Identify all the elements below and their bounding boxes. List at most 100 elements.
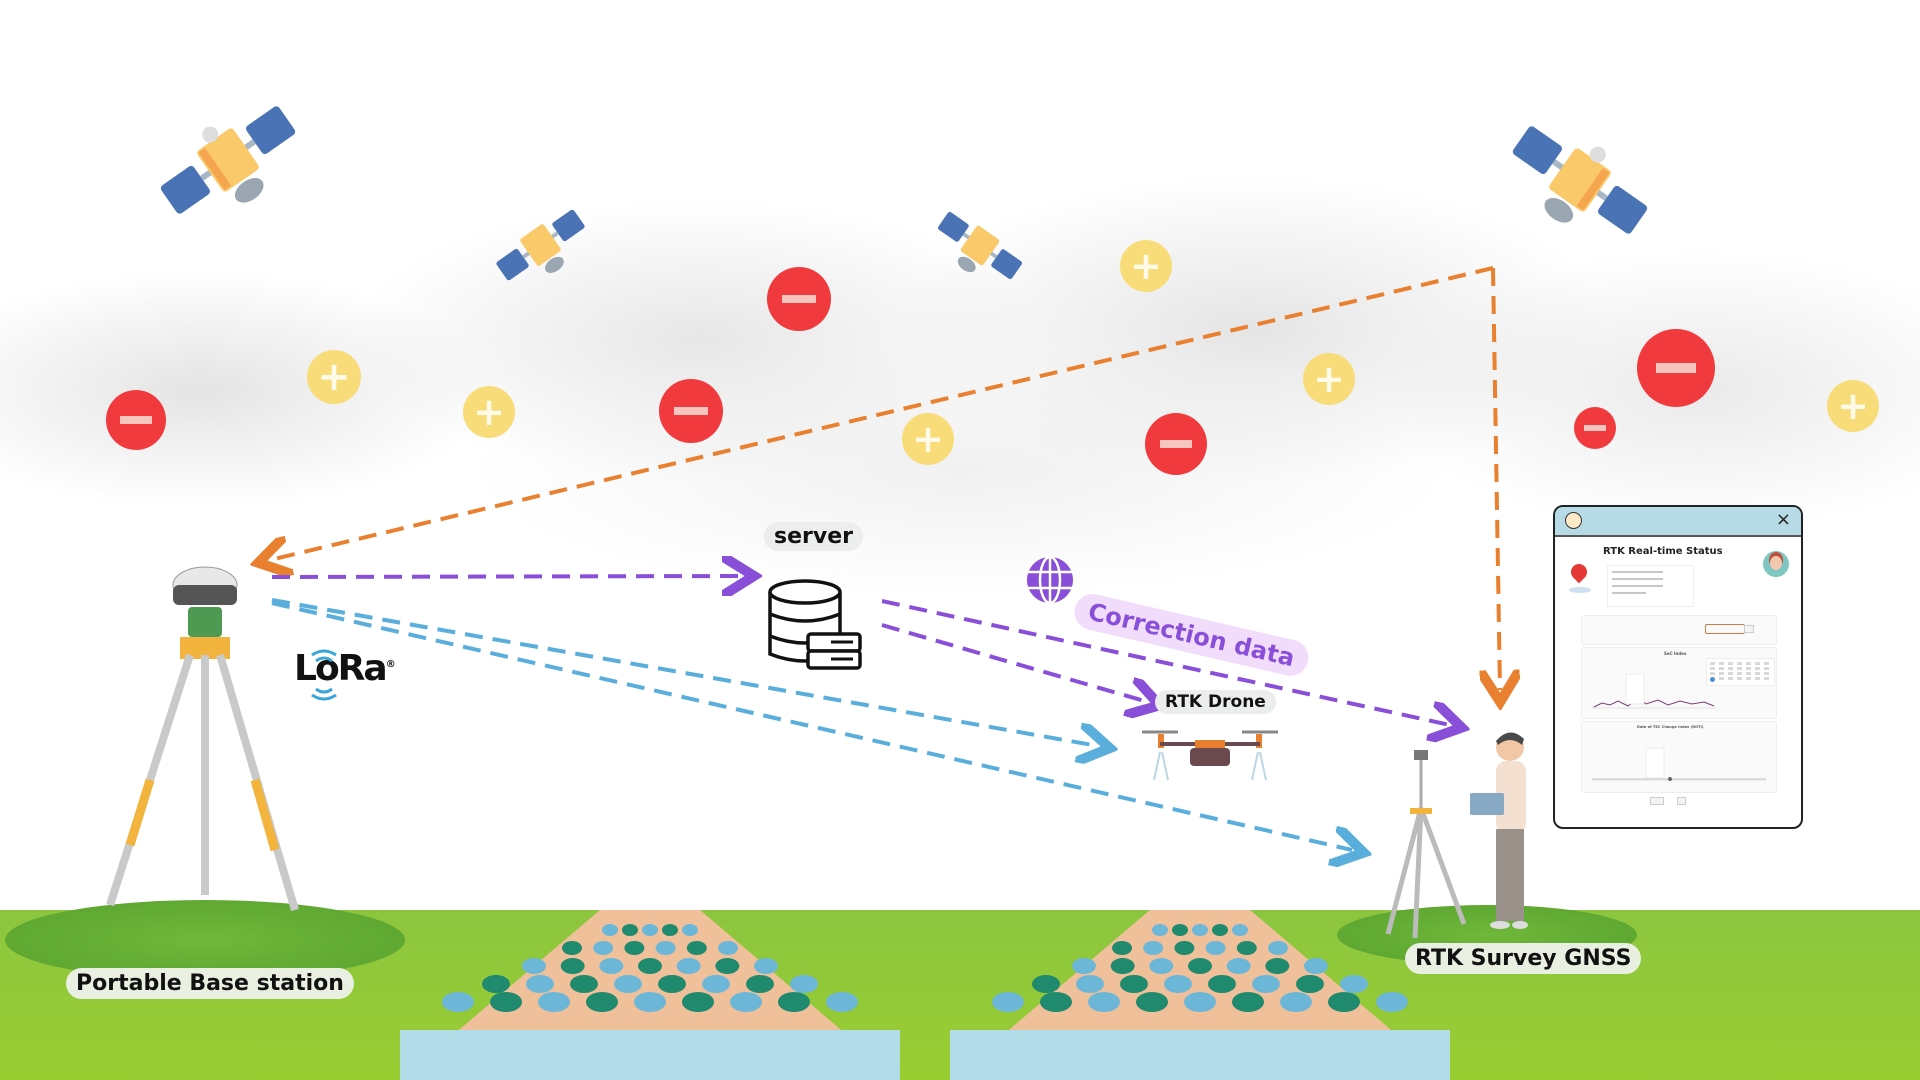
irrigation-water-right: [950, 1030, 1450, 1080]
info-row-longitude: [1612, 585, 1663, 587]
crop-plant: [614, 975, 642, 993]
lora-registered-mark: ®: [385, 659, 396, 670]
link-satellite-to-rover: [1493, 267, 1500, 690]
crop-plant: [560, 958, 585, 974]
crop-plant: [642, 924, 658, 936]
plus-marker: +: [902, 413, 954, 465]
crop-plant: [790, 975, 818, 993]
crop-plant: [658, 975, 686, 993]
date-picker-input[interactable]: [1705, 624, 1745, 634]
info-row-height: [1612, 592, 1646, 594]
crop-plant: [562, 941, 582, 955]
crop-plant: [624, 941, 645, 955]
crop-plant: [826, 992, 858, 1012]
link-server-to-rover: [881, 599, 1450, 725]
link-satellite-to-base: [270, 266, 1494, 560]
crop-plant: [1340, 975, 1368, 993]
user-avatar[interactable]: [1763, 551, 1789, 577]
crop-plant: [602, 924, 618, 936]
crop-plant: [1188, 958, 1212, 974]
crop-plant: [1232, 924, 1248, 936]
roti-plot: [1592, 747, 1766, 781]
info-row-latitude: [1612, 578, 1663, 580]
soc-index-title: SoC Index: [1664, 651, 1687, 656]
crop-plant: [778, 992, 810, 1012]
base-station-tripod: [106, 566, 299, 912]
back-to-live-button[interactable]: [1744, 625, 1754, 633]
crop-plant: [1280, 992, 1312, 1012]
crop-plant: [746, 975, 774, 993]
crop-plant: [1088, 992, 1120, 1012]
plus-marker: +: [463, 386, 515, 438]
crop-plant: [1304, 958, 1328, 974]
crop-plant: [1236, 941, 1257, 955]
crop-plant: [1032, 975, 1060, 993]
crop-plant: [570, 975, 598, 993]
lora-text: LoRa: [294, 648, 388, 689]
crop-plant: [526, 975, 554, 993]
crop-plant: [1376, 992, 1408, 1012]
crop-plant: [1040, 992, 1072, 1012]
crop-plant: [482, 975, 510, 993]
rtk-drone-icon: [1142, 730, 1278, 781]
crop-plant: [662, 924, 678, 936]
minus-marker: [106, 390, 166, 450]
crop-plant: [682, 992, 714, 1012]
minus-marker: [1145, 413, 1207, 475]
crop-plant: [1208, 975, 1236, 993]
window-titlebar: ×: [1555, 507, 1801, 537]
crop-plant: [622, 924, 638, 936]
crop-plant: [586, 992, 618, 1012]
calendar-dropdown[interactable]: [1706, 658, 1775, 686]
crop-plant: [1212, 924, 1228, 936]
crop-plant: [1268, 941, 1288, 955]
window-circle-button[interactable]: [1565, 512, 1582, 529]
satellite-icon-3: [938, 211, 1022, 280]
crop-plant: [1172, 924, 1188, 936]
info-row-status: [1612, 571, 1663, 573]
crop-plant: [1143, 941, 1164, 955]
plus-marker: +: [1120, 240, 1172, 292]
minus-marker: [1637, 329, 1715, 407]
crop-plant: [599, 958, 624, 974]
crop-plant: [702, 975, 730, 993]
crop-plant: [1164, 975, 1192, 993]
crop-plant: [538, 992, 570, 1012]
crop-plant: [1149, 958, 1174, 974]
crop-plant: [1072, 958, 1096, 974]
crop-plant: [992, 992, 1024, 1012]
crop-plant: [715, 958, 740, 974]
crop-plant: [718, 941, 738, 955]
satellite-icon-1: [160, 106, 296, 214]
lora-signal-icon: [311, 649, 337, 701]
server-label: server: [764, 522, 863, 551]
crop-plant: [522, 958, 546, 974]
location-pin-icon: [1567, 560, 1591, 584]
crop-plant: [1110, 958, 1135, 974]
crop-plant: [593, 941, 614, 955]
crop-plant: [1174, 941, 1195, 955]
crop-plant: [676, 958, 701, 974]
crop-plant: [655, 941, 676, 955]
hide-all-button[interactable]: [1677, 797, 1687, 805]
crop-plant: [1226, 958, 1251, 974]
crop-plant: [634, 992, 666, 1012]
location-pin-shadow: [1569, 587, 1591, 593]
close-icon[interactable]: ×: [1775, 509, 1791, 530]
link-server-to-drone: [881, 623, 1148, 702]
base-station-mound: [5, 900, 405, 980]
crop-plant: [1152, 924, 1168, 936]
crop-plant: [1296, 975, 1324, 993]
satellite-icon-2: [496, 209, 585, 281]
show-all-satellites-button[interactable]: [1650, 797, 1664, 805]
crop-plant: [1112, 941, 1132, 955]
crop-plant: [1076, 975, 1104, 993]
crop-plant: [1265, 958, 1290, 974]
lora-logo: LoRa®: [294, 648, 396, 689]
crop-plant: [1192, 924, 1208, 936]
crop-plant: [686, 941, 707, 955]
rtk-survey-gnss-label: RTK Survey GNSS: [1405, 943, 1642, 974]
globe-icon: [1027, 555, 1073, 605]
link-base-to-rover: [271, 601, 1352, 850]
